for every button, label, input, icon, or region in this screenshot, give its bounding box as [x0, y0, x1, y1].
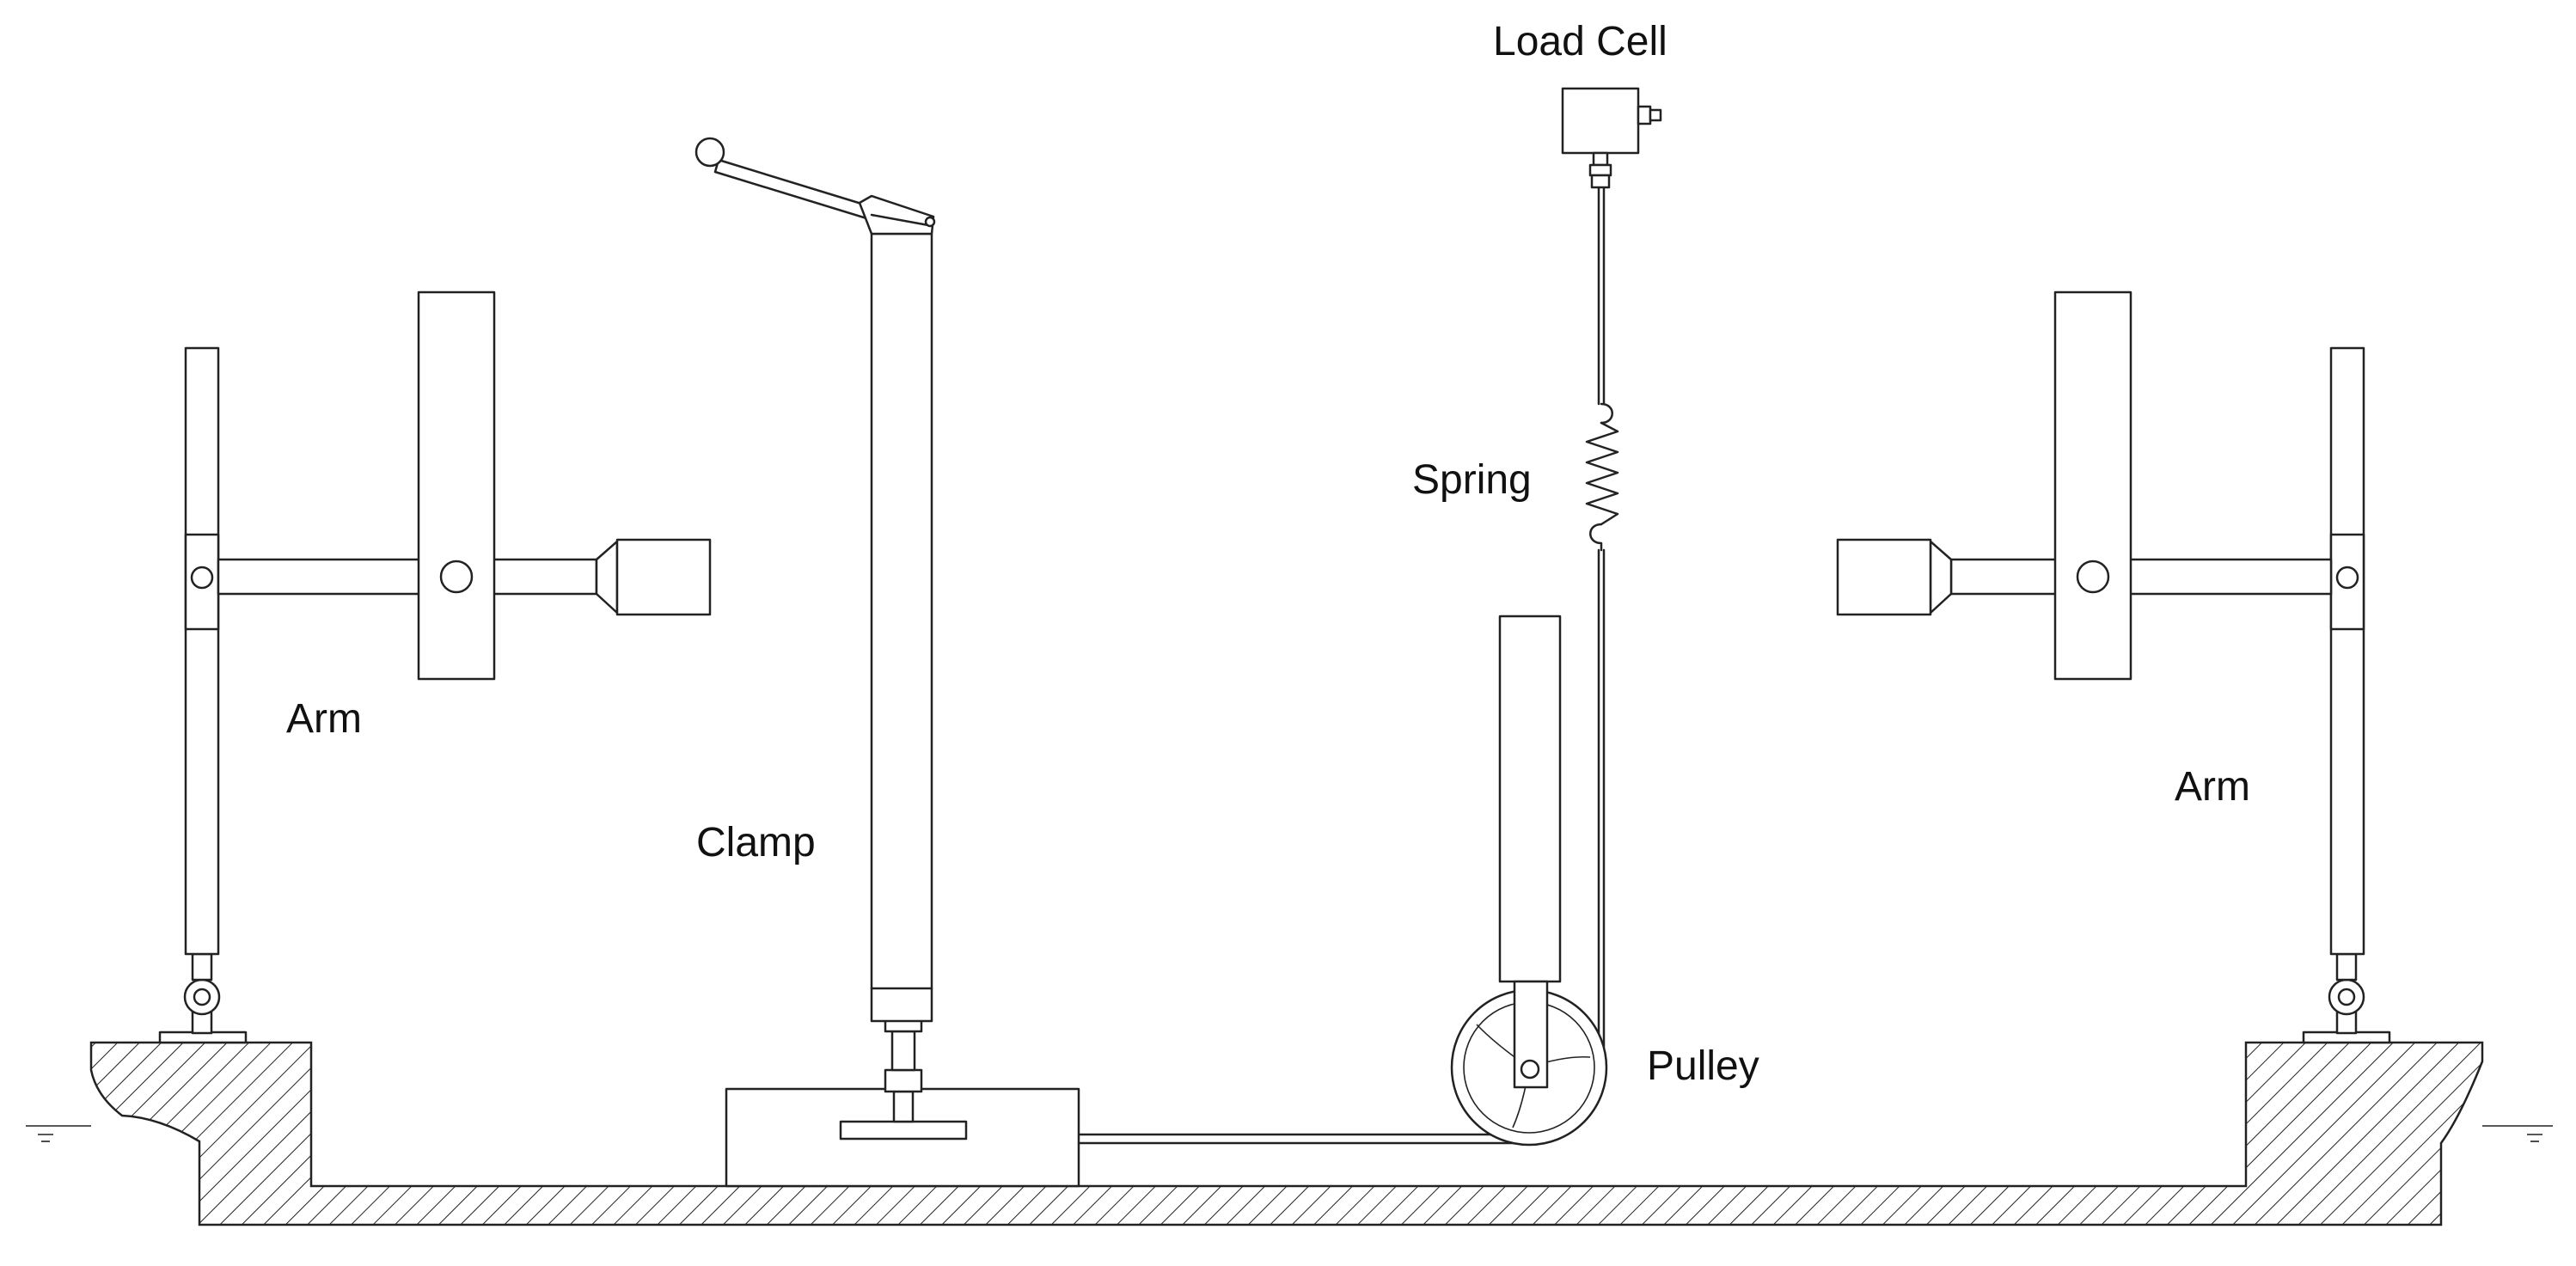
arm-right-guide-column — [2053, 291, 2132, 681]
clamp-foot-stem — [892, 1090, 915, 1123]
arm-left-collar-pin — [190, 566, 214, 590]
arm-right-hinge-neck — [2335, 952, 2358, 982]
arm-left-horizontal-beam — [217, 558, 598, 596]
label-spring: Spring — [1412, 457, 1532, 503]
spring-coil — [1585, 421, 1619, 526]
arm-right-hinge-pin — [2337, 988, 2356, 1006]
clamp-lower-nut — [884, 1068, 923, 1093]
arm-left-hinge-pin — [193, 988, 211, 1006]
load-cell-eye — [1588, 163, 1612, 177]
label-load-cell: Load Cell — [1493, 19, 1667, 64]
water-level-right — [2482, 1125, 2553, 1142]
pulley-support-column — [1498, 615, 1562, 983]
load-cell-connector — [1637, 105, 1652, 125]
arm-left-collar — [184, 533, 220, 631]
spring-assembly — [1585, 402, 1619, 552]
clamp-lever-pivot — [924, 216, 936, 228]
clamp-rod — [890, 1030, 916, 1072]
clamp-foot-plate — [839, 1120, 968, 1141]
label-pulley: Pulley — [1647, 1043, 1759, 1089]
spring-top-hook — [1600, 402, 1613, 425]
basin — [26, 1041, 2553, 1226]
clamp-lever — [713, 158, 872, 220]
arm-left-assembly — [158, 291, 712, 1044]
water-level-left — [26, 1125, 91, 1142]
label-arm-left: Arm — [286, 696, 362, 742]
pulley-assembly — [1450, 615, 1608, 1147]
spring-bottom-hook — [1589, 523, 1603, 552]
load-cell-eye-2 — [1590, 174, 1611, 189]
load-cell-stem — [1592, 151, 1609, 167]
clamp-column — [870, 232, 933, 1023]
arm-left-guide-pin — [439, 560, 474, 594]
load-cell-connector-tip — [1649, 108, 1662, 122]
arm-right-horizontal-beam — [1949, 558, 2333, 596]
cable-system — [1077, 186, 1606, 1145]
arm-left-vertical-post — [184, 346, 220, 956]
pulley-axle — [1520, 1059, 1540, 1079]
clamp-lever-link — [870, 213, 930, 227]
arm-left-actuator-head — [615, 538, 712, 616]
basin-hatched-ground — [89, 1041, 2484, 1226]
arm-left-actuator-taper — [595, 540, 619, 615]
label-clamp: Clamp — [696, 820, 816, 865]
load-cell-assembly — [1561, 87, 1662, 189]
arm-right-collar-pin — [2335, 566, 2359, 590]
pulley-fork — [1513, 980, 1549, 1089]
arm-right-actuator-taper — [1929, 540, 1953, 615]
arm-right-guide-pin — [2076, 560, 2110, 594]
arm-left-guide-column — [417, 291, 496, 681]
arm-right-assembly — [1836, 291, 2391, 1044]
load-cell-body — [1561, 87, 1640, 155]
clamp-lever-knob — [694, 137, 725, 168]
arm-right-actuator-head — [1836, 538, 1932, 616]
clamp-assembly — [694, 137, 1080, 1188]
arm-right-vertical-post — [2329, 346, 2365, 956]
label-arm-right: Arm — [2175, 764, 2250, 810]
arm-left-hinge-neck — [191, 952, 213, 982]
